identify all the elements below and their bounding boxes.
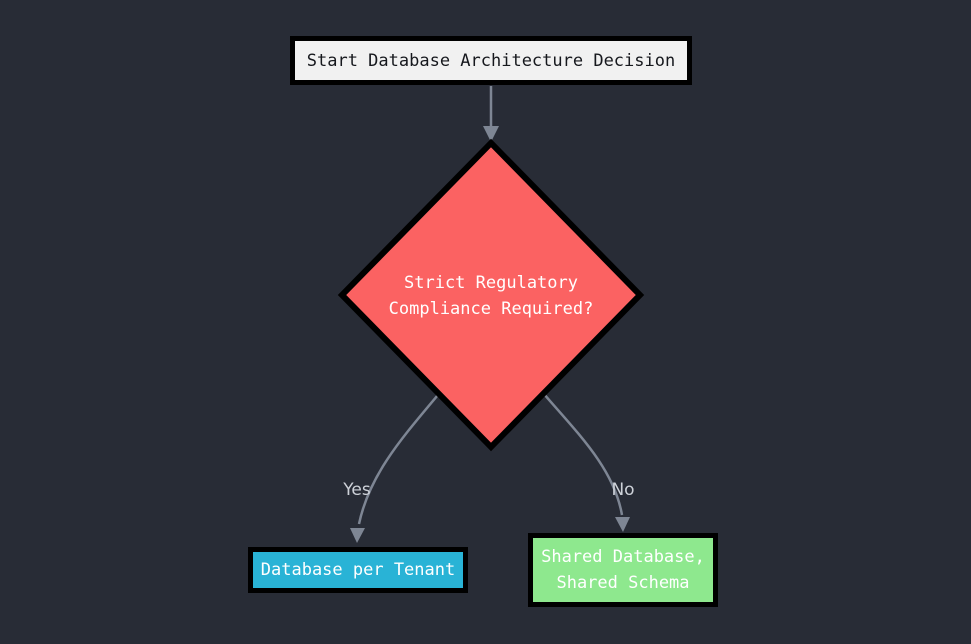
node-shared-database: Shared Database, Shared Schema (528, 533, 718, 607)
node-shared-database-label-line1: Shared Database, (541, 547, 705, 567)
node-decision-label-line1: Strict Regulatory (404, 273, 578, 293)
node-database-per-tenant: Database per Tenant (248, 547, 468, 593)
node-shared-database-label-line2: Shared Schema (556, 573, 690, 593)
node-start-label: Start Database Architecture Decision (306, 50, 676, 71)
arrowhead-start-to-decision-icon (483, 126, 499, 142)
node-start: Start Database Architecture Decision (290, 36, 692, 85)
node-database-per-tenant-label: Database per Tenant (260, 560, 456, 580)
arrowhead-no-icon (615, 517, 630, 532)
node-decision-label-line2: Compliance Required? (388, 299, 594, 319)
decision-diamond-shape (337, 138, 645, 452)
arrowhead-yes-icon (350, 528, 365, 543)
edge-label-yes: Yes (343, 480, 371, 500)
node-decision-label: Strict Regulatory Compliance Required? (341, 270, 641, 322)
edge-label-no: No (611, 480, 635, 500)
